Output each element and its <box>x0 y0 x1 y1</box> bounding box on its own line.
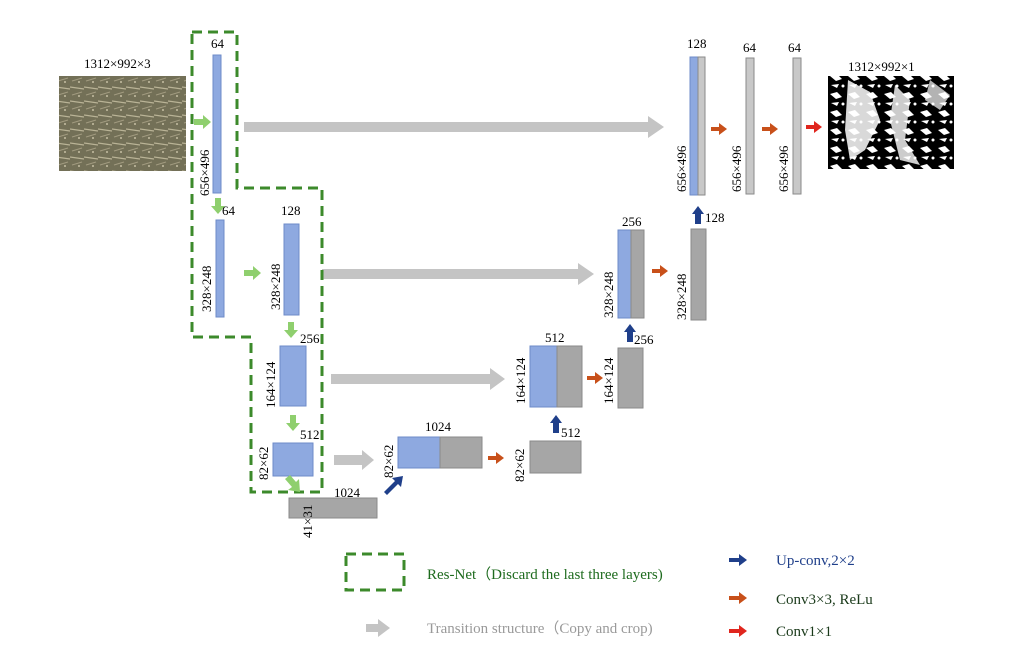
dec1-out-channels: 64 <box>788 40 802 55</box>
dec4-up-channels: 512 <box>561 425 581 440</box>
dec2-out-size: 328×248 <box>674 274 689 320</box>
dec2-blue <box>617 229 632 319</box>
dec3-gray <box>556 345 583 408</box>
green-arrow-diag <box>285 475 300 492</box>
dec3-blue <box>529 345 558 408</box>
dec4-channels: 1024 <box>425 419 452 434</box>
dec1-size: 656×496 <box>674 145 689 192</box>
bottom-block <box>288 497 378 519</box>
transition-arrow-1 <box>244 116 664 138</box>
enc-l1-block <box>212 54 222 194</box>
transition-arrow-4 <box>334 450 374 470</box>
input-image-label: 1312×992×3 <box>84 56 151 71</box>
dec3-size: 164×124 <box>513 357 528 404</box>
legend-conv1-arrow <box>729 625 747 637</box>
legend: Res-Net（Discard the last three layers) T… <box>344 552 873 640</box>
enc-l2b-size: 328×248 <box>268 264 283 310</box>
dec3-up-channels: 256 <box>634 332 654 347</box>
enc-l2a-block <box>215 219 225 318</box>
enc-l2a-channels: 64 <box>222 203 236 218</box>
conv3-arrow-1 <box>488 452 504 464</box>
conv1-arrow <box>806 121 822 133</box>
dec1-out-size: 656×496 <box>776 145 791 192</box>
dec1-gray <box>697 56 706 196</box>
enc-l3-size: 164×124 <box>263 361 278 408</box>
enc-l1-channels: 64 <box>211 36 225 51</box>
dec4-gray <box>439 436 483 469</box>
dec1-channels: 128 <box>687 36 707 51</box>
enc-l2a-size: 328×248 <box>199 266 214 312</box>
dec1-mid <box>745 57 755 195</box>
upconv-arrow-4 <box>692 206 704 224</box>
enc-l4-channels: 512 <box>300 427 320 442</box>
dec2-up-channels: 128 <box>705 210 725 225</box>
dec3-channels: 512 <box>545 330 565 345</box>
transition-arrow-2 <box>322 263 594 285</box>
enc-l2b-channels: 128 <box>281 203 301 218</box>
enc-l1-size: 656×496 <box>197 149 212 196</box>
legend-upconv-label: Up-conv,2×2 <box>776 553 855 569</box>
dec1-mid-channels: 64 <box>743 40 757 55</box>
dec2-gray <box>630 229 645 319</box>
upconv-arrow-1 <box>384 476 403 495</box>
dec2-size: 328×248 <box>601 272 616 318</box>
dec1-blue <box>689 56 699 196</box>
enc-l4-block <box>272 442 314 477</box>
dec3-out-size: 164×124 <box>601 357 616 404</box>
dec2-channels: 256 <box>622 214 642 229</box>
enc-l2b-block <box>283 223 300 316</box>
resnet-dashed-boundary <box>190 30 324 494</box>
dec1-mid-size: 656×496 <box>729 145 744 192</box>
green-arrow-down-3 <box>286 415 300 431</box>
enc-l4-size: 82×62 <box>256 447 271 480</box>
conv3-arrow-2 <box>587 372 603 384</box>
upconv-arrow-3 <box>624 324 636 342</box>
legend-conv3-label: Conv3×3, ReLu <box>776 592 873 608</box>
enc-l3-block <box>279 345 307 407</box>
dec4-out <box>529 440 582 474</box>
bottom-size: 41×31 <box>300 505 315 538</box>
legend-conv3-arrow <box>729 592 747 604</box>
dec2-out <box>690 228 707 321</box>
dec1-out <box>792 57 802 195</box>
output-image <box>828 76 954 169</box>
dec4-size: 82×62 <box>381 445 396 478</box>
green-arrow-right-2 <box>244 266 261 280</box>
legend-upconv-arrow <box>729 554 747 566</box>
legend-conv1-label: Conv1×1 <box>776 624 832 640</box>
dec3-out <box>617 347 644 409</box>
conv3-arrow-4 <box>711 123 727 135</box>
enc-l3-channels: 256 <box>300 331 320 346</box>
green-arrow-right-1 <box>194 115 211 129</box>
legend-transition-arrow <box>366 619 390 637</box>
legend-transition-label: Transition structure（Copy and crop) <box>427 620 653 637</box>
conv3-arrow-3 <box>652 265 668 277</box>
dec4-blue <box>397 436 441 469</box>
green-arrow-down-2 <box>284 322 298 338</box>
legend-resnet-label: Res-Net（Discard the last three layers) <box>427 566 663 583</box>
conv3-arrow-5 <box>762 123 778 135</box>
dec4-out-size: 82×62 <box>512 449 527 482</box>
output-image-label: 1312×992×1 <box>848 59 915 74</box>
upconv-arrow-2 <box>550 415 562 433</box>
transition-arrows <box>244 116 664 470</box>
green-arrow-down-1 <box>211 198 225 214</box>
transition-arrow-3 <box>331 368 505 390</box>
legend-resnet-swatch <box>344 552 406 592</box>
input-image <box>59 76 186 171</box>
bottom-channels: 1024 <box>334 485 361 500</box>
